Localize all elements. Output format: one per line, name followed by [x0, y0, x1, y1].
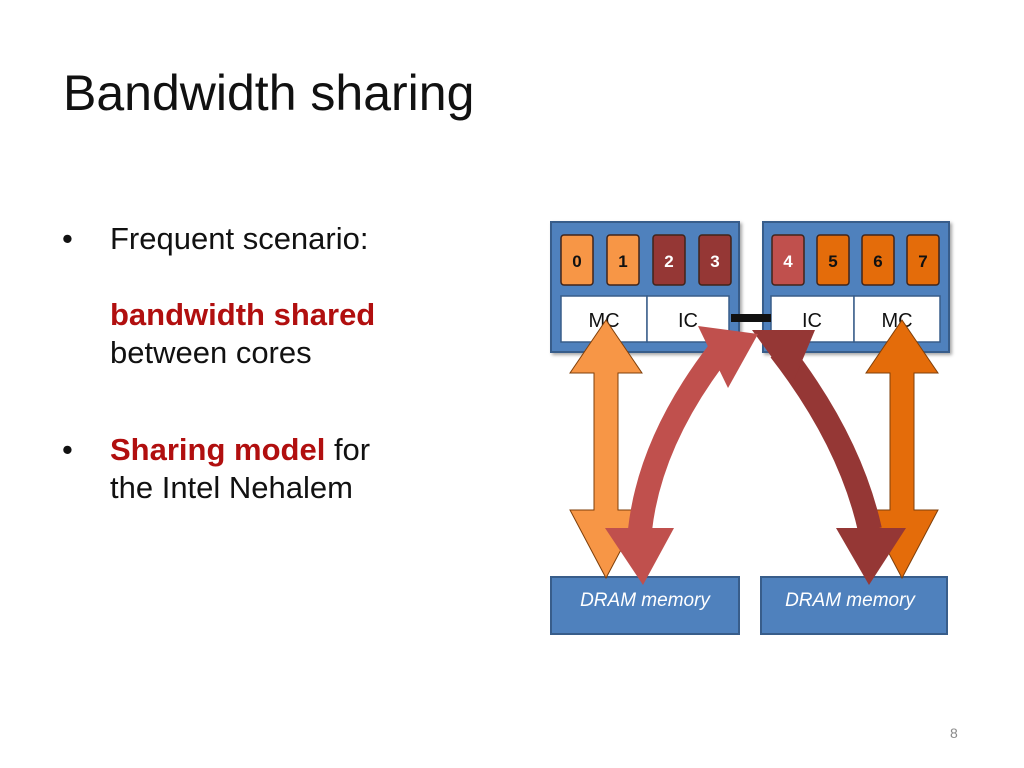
bullet-scenario-rest: between cores — [110, 334, 312, 370]
bullet-spacer — [110, 258, 502, 296]
left-core-3-label: 3 — [710, 252, 719, 271]
left-vertical-double-arrow — [569, 319, 643, 580]
left-socket: 0 1 2 3 MC IC — [550, 221, 740, 353]
bullet-model-line2: the Intel Nehalem — [110, 470, 353, 506]
right-core-4: 4 — [771, 234, 805, 286]
bullet-list: • Frequent scenario: bandwidth shared be… — [62, 220, 502, 507]
bullet-model-for: for — [333, 432, 371, 468]
left-ic-label: IC — [678, 310, 698, 332]
left-core-3: 3 — [698, 234, 732, 286]
left-core-0-label: 0 — [572, 252, 581, 271]
right-ic-label: IC — [802, 310, 822, 332]
dram-memory-left: DRAM memory — [550, 576, 740, 635]
left-core-2: 2 — [652, 234, 686, 286]
slide-title: Bandwidth sharing — [63, 65, 475, 121]
curved-arrow-dark-red — [752, 330, 906, 585]
bullet-dot-icon: • — [62, 221, 73, 256]
left-mc-label: MC — [588, 310, 619, 332]
left-core-2-label: 2 — [664, 252, 673, 271]
left-core-1-label: 1 — [618, 252, 627, 271]
left-core-1: 1 — [606, 234, 640, 286]
bullet-item-sharing-model: • Sharing model for the Intel Nehalem — [62, 431, 502, 507]
interconnect-link — [731, 314, 771, 322]
page-number: 8 — [950, 725, 958, 741]
right-core-6: 6 — [861, 234, 895, 286]
right-core-5-label: 5 — [828, 252, 837, 271]
bullet-model-emphasis: Sharing model — [110, 432, 326, 468]
curved-arrow-medium-red — [605, 326, 758, 585]
bullet-dot-icon: • — [62, 432, 73, 468]
dram-memory-right: DRAM memory — [760, 576, 948, 635]
right-core-6-label: 6 — [873, 252, 882, 271]
bullet-scenario-line: Frequent scenario: — [110, 221, 369, 256]
left-core-0: 0 — [560, 234, 594, 286]
right-core-7-label: 7 — [918, 252, 927, 271]
bullet-item-scenario: • Frequent scenario: bandwidth shared be… — [62, 220, 502, 371]
dram-memory-right-label: DRAM memory — [785, 590, 916, 611]
bullet-scenario-emphasis: bandwidth shared — [110, 296, 376, 332]
right-core-7: 7 — [906, 234, 940, 286]
dram-memory-left-label: DRAM memory — [580, 590, 711, 611]
nehalem-diagram: 0 1 2 3 MC IC 4 5 — [550, 221, 950, 635]
right-core-4-label: 4 — [783, 252, 793, 271]
right-vertical-double-arrow — [865, 319, 939, 580]
right-core-5: 5 — [816, 234, 850, 286]
bullet-model-line1: Sharing model for — [110, 431, 502, 469]
